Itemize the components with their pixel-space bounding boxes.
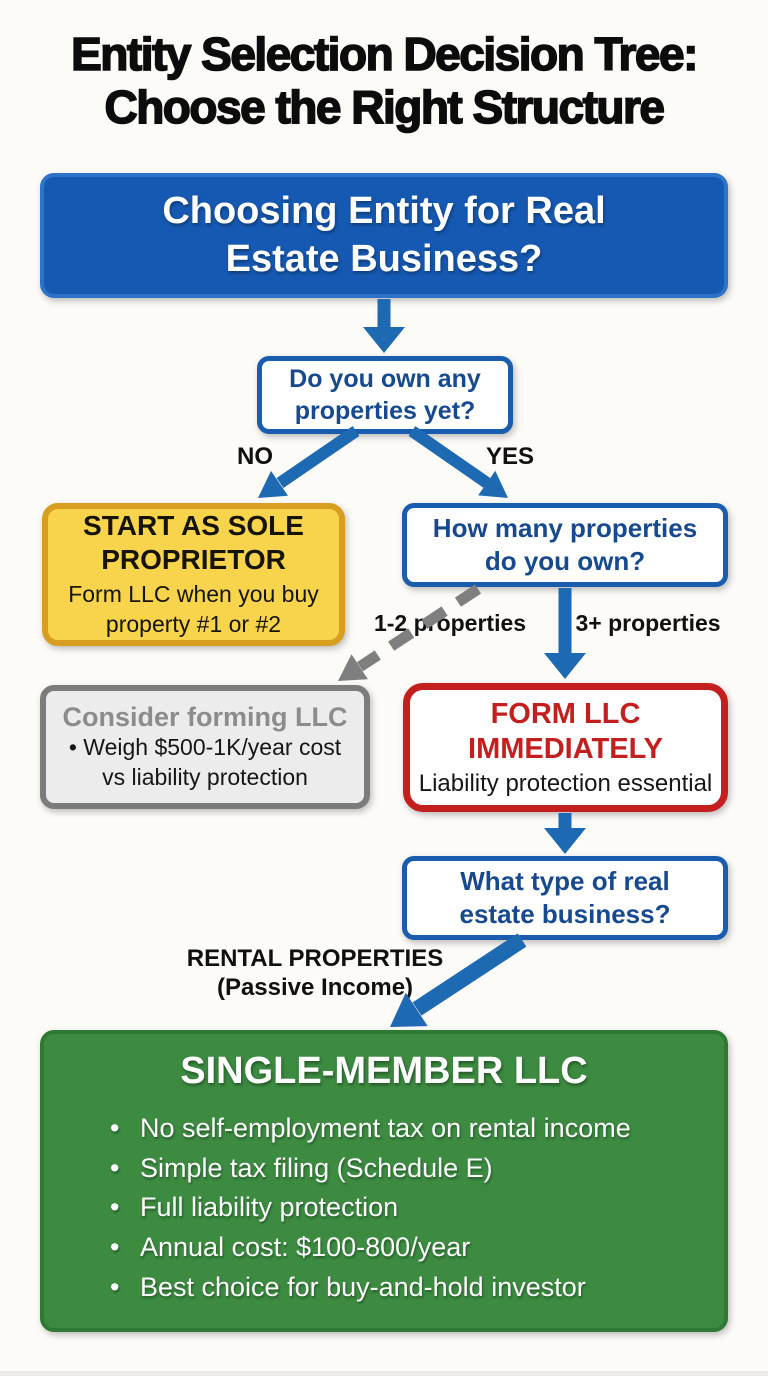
label-rental-line2: (Passive Income) bbox=[216, 974, 414, 1002]
sole-proprietor-heading: START AS SOLE PROPRIETOR bbox=[83, 509, 304, 577]
label-3plus-properties: 3+ properties bbox=[575, 610, 721, 636]
list-item: Annual cost: $100-800/year bbox=[110, 1228, 700, 1268]
consider-llc-heading: Consider forming LLC bbox=[62, 701, 348, 732]
label-no: NO bbox=[237, 443, 273, 470]
root-node: Choosing Entity for Real Estate Business… bbox=[40, 173, 728, 298]
page-title-line1: Entity Selection Decision Tree: bbox=[70, 27, 699, 81]
question-business-type-line2: estate business? bbox=[459, 899, 671, 929]
question-own-properties-line1: Do you own any bbox=[289, 365, 481, 393]
question-how-many-line1: How many properties bbox=[432, 512, 698, 543]
consider-llc-bullet-line2: vs liability protection bbox=[102, 763, 308, 790]
node-sole-proprietor: START AS SOLE PROPRIETOR Form LLC when y… bbox=[42, 503, 345, 646]
page-title: Entity Selection Decision Tree: Choose t… bbox=[0, 27, 768, 135]
root-node-line2: Estate Business? bbox=[225, 237, 543, 280]
question-how-many-line2: do you own? bbox=[484, 546, 646, 576]
node-form-llc-immediately: FORM LLC IMMEDIATELY Liability protectio… bbox=[403, 683, 728, 812]
node-consider-llc: Consider forming LLC Weigh $500-1K/year … bbox=[40, 685, 370, 809]
list-item: No self-employment tax on rental income bbox=[110, 1109, 700, 1149]
question-how-many-properties: How many properties do you own? bbox=[402, 503, 728, 587]
page-bottom-edge bbox=[0, 1371, 768, 1376]
single-member-llc-bullets: No self-employment tax on rental income … bbox=[44, 1109, 724, 1307]
form-llc-heading-line2: IMMEDIATELY bbox=[468, 732, 663, 765]
question-business-type: What type of real estate business? bbox=[402, 856, 728, 940]
question-own-properties: Do you own any properties yet? bbox=[257, 356, 513, 434]
form-llc-heading-line1: FORM LLC bbox=[490, 697, 641, 730]
list-item: Simple tax filing (Schedule E) bbox=[110, 1149, 700, 1189]
question-own-properties-line2: properties yet? bbox=[294, 397, 476, 425]
single-member-llc-title: SINGLE-MEMBER LLC bbox=[180, 1050, 588, 1092]
sole-proprietor-body: Form LLC when you buy property #1 or #2 bbox=[68, 580, 319, 640]
form-llc-heading: FORM LLC IMMEDIATELY bbox=[468, 697, 663, 767]
label-rental-properties: RENTAL PROPERTIES (Passive Income) bbox=[155, 944, 475, 1003]
label-1-2-properties: 1-2 properties bbox=[373, 610, 527, 636]
label-yes: YES bbox=[485, 443, 535, 470]
label-rental-line1: RENTAL PROPERTIES bbox=[186, 945, 444, 972]
list-item: Full liability protection bbox=[110, 1188, 700, 1228]
sole-body-line2: property #1 or #2 bbox=[105, 611, 282, 638]
sole-body-line1: Form LLC when you buy bbox=[68, 581, 319, 608]
page-title-line2: Choose the Right Structure bbox=[104, 81, 666, 135]
root-node-line1: Choosing Entity for Real bbox=[162, 190, 606, 232]
list-item: Best choice for buy-and-hold investor bbox=[110, 1268, 700, 1308]
form-llc-body: Liability protection essential bbox=[418, 770, 713, 798]
sole-heading-line1: START AS SOLE bbox=[83, 509, 304, 541]
question-business-type-line1: What type of real bbox=[460, 865, 670, 896]
arrow-formllc-to-q3-icon bbox=[544, 813, 586, 854]
node-single-member-llc: SINGLE-MEMBER LLC No self-employment tax… bbox=[40, 1030, 728, 1332]
sole-heading-line2: PROPRIETOR bbox=[101, 544, 286, 576]
consider-llc-bullet-line1: Weigh $500-1K/year cost bbox=[69, 733, 341, 763]
arrow-root-to-q1-icon bbox=[363, 299, 405, 353]
